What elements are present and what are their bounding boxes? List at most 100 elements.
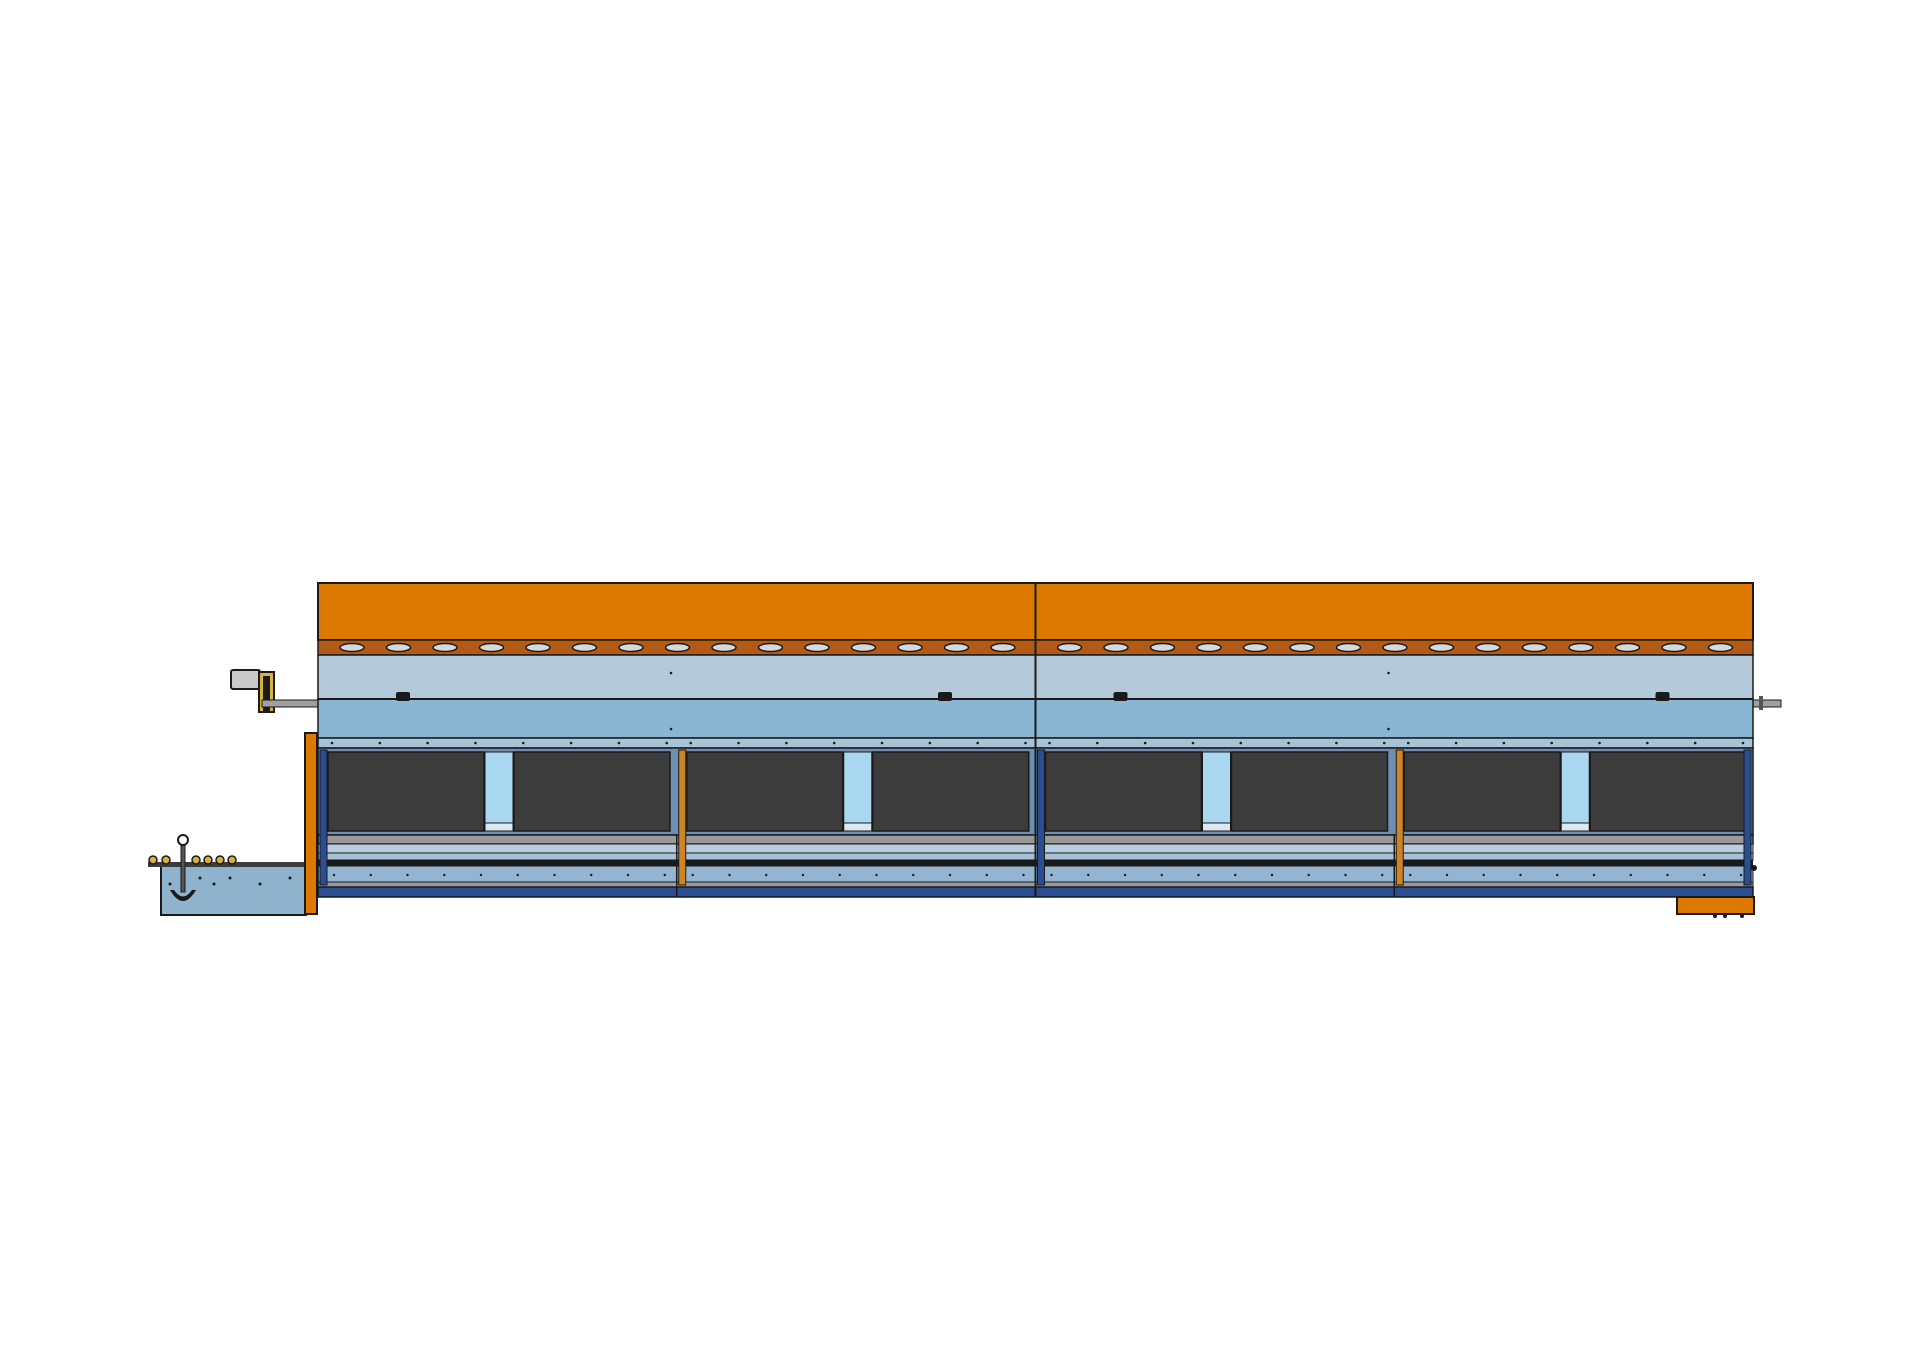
feeder-gear xyxy=(227,855,237,865)
top-slot xyxy=(525,642,551,653)
rivet xyxy=(1406,741,1410,745)
rivet xyxy=(406,873,409,877)
rivet xyxy=(1024,741,1027,745)
top-slot xyxy=(711,642,737,653)
motor-flange xyxy=(263,676,270,712)
top-slot xyxy=(478,642,505,653)
rivet xyxy=(838,873,841,877)
top-slot xyxy=(897,642,923,653)
rivet xyxy=(168,882,172,886)
rivet xyxy=(1048,741,1051,745)
motor-housing xyxy=(230,669,261,690)
rivet xyxy=(928,741,932,745)
top-slot xyxy=(571,642,598,653)
rivet xyxy=(516,873,519,877)
rivet xyxy=(474,741,477,745)
rivet xyxy=(1454,741,1458,745)
window-pane xyxy=(872,751,1030,832)
rivet xyxy=(1096,741,1099,745)
window-pane xyxy=(686,751,844,832)
rivet xyxy=(521,741,525,745)
window-gap-sill xyxy=(484,822,514,832)
top-slot xyxy=(1521,642,1548,653)
top-slot xyxy=(664,642,691,653)
shaft-collar-right xyxy=(1759,696,1763,710)
panel-clamp xyxy=(1113,692,1128,701)
top-slot xyxy=(385,642,412,653)
rivet xyxy=(1307,873,1310,877)
rivet xyxy=(426,741,429,745)
rivet xyxy=(443,873,446,877)
rivet xyxy=(1445,873,1449,877)
rivet xyxy=(1550,741,1554,745)
bay-post xyxy=(678,749,687,886)
main-body xyxy=(317,582,1757,898)
feeder-gear xyxy=(161,855,171,865)
rivet xyxy=(1287,741,1290,745)
rivet xyxy=(912,873,915,877)
rivet xyxy=(1234,873,1237,877)
rivet xyxy=(569,741,573,745)
right-bracket-bolt-3 xyxy=(1740,914,1744,918)
top-slot xyxy=(804,642,830,653)
window-pane xyxy=(1044,751,1203,832)
top-slot xyxy=(1428,642,1455,653)
rivet xyxy=(801,873,805,877)
rivet xyxy=(1239,741,1243,745)
top-slot xyxy=(757,642,784,653)
rivet xyxy=(1592,873,1596,877)
top-slot xyxy=(1289,642,1315,653)
window-gap-light xyxy=(1560,751,1590,824)
rivet xyxy=(880,741,884,745)
rivet xyxy=(332,873,336,877)
top-slot xyxy=(943,642,970,653)
rivet xyxy=(875,873,878,877)
rivet xyxy=(1022,873,1025,877)
right-bracket-plate xyxy=(1676,896,1755,915)
rivet xyxy=(1482,873,1485,877)
panel-clamp xyxy=(396,692,410,701)
rivet xyxy=(1519,873,1522,877)
rivet xyxy=(976,741,979,745)
feeder-box-top-rail xyxy=(148,862,306,867)
top-slot xyxy=(990,642,1016,653)
right-end-bracket xyxy=(1676,896,1755,918)
rivet xyxy=(1693,741,1697,745)
rivet xyxy=(1556,873,1559,877)
rivet xyxy=(1739,873,1743,877)
rivet xyxy=(1502,741,1506,745)
top-slot xyxy=(1335,642,1362,653)
top-slot xyxy=(1661,642,1687,653)
top-slot xyxy=(1475,642,1501,653)
rivet xyxy=(985,873,988,877)
feeder-spindle xyxy=(180,841,186,893)
window-gap-sill xyxy=(1202,822,1231,832)
left-motor-assembly xyxy=(230,669,319,713)
feeder-gear xyxy=(203,855,213,865)
rivet xyxy=(1741,741,1745,745)
rivet xyxy=(1123,873,1127,877)
rivet xyxy=(288,876,292,880)
rivet xyxy=(479,873,483,877)
feeder-hook xyxy=(170,890,196,901)
rivet xyxy=(663,873,666,877)
top-slot xyxy=(1149,642,1176,653)
window-gap-sill xyxy=(1560,822,1590,832)
window-pane xyxy=(1589,751,1747,832)
rivet xyxy=(369,873,372,877)
right-bracket-bolt-2 xyxy=(1723,914,1727,918)
window-gap-light xyxy=(484,751,514,824)
rivet xyxy=(728,873,731,877)
left-end-orange-plate xyxy=(304,732,318,915)
rivet xyxy=(1703,873,1706,877)
left-feeder-assembly xyxy=(148,732,318,916)
feeder-gear-row xyxy=(148,855,292,886)
bay-post xyxy=(1037,749,1045,886)
rivet xyxy=(1387,727,1390,731)
rivet xyxy=(765,873,768,877)
rivet xyxy=(1629,873,1632,877)
rivet xyxy=(1087,873,1090,877)
window-gap-light xyxy=(843,751,873,824)
rivet xyxy=(1160,873,1163,877)
